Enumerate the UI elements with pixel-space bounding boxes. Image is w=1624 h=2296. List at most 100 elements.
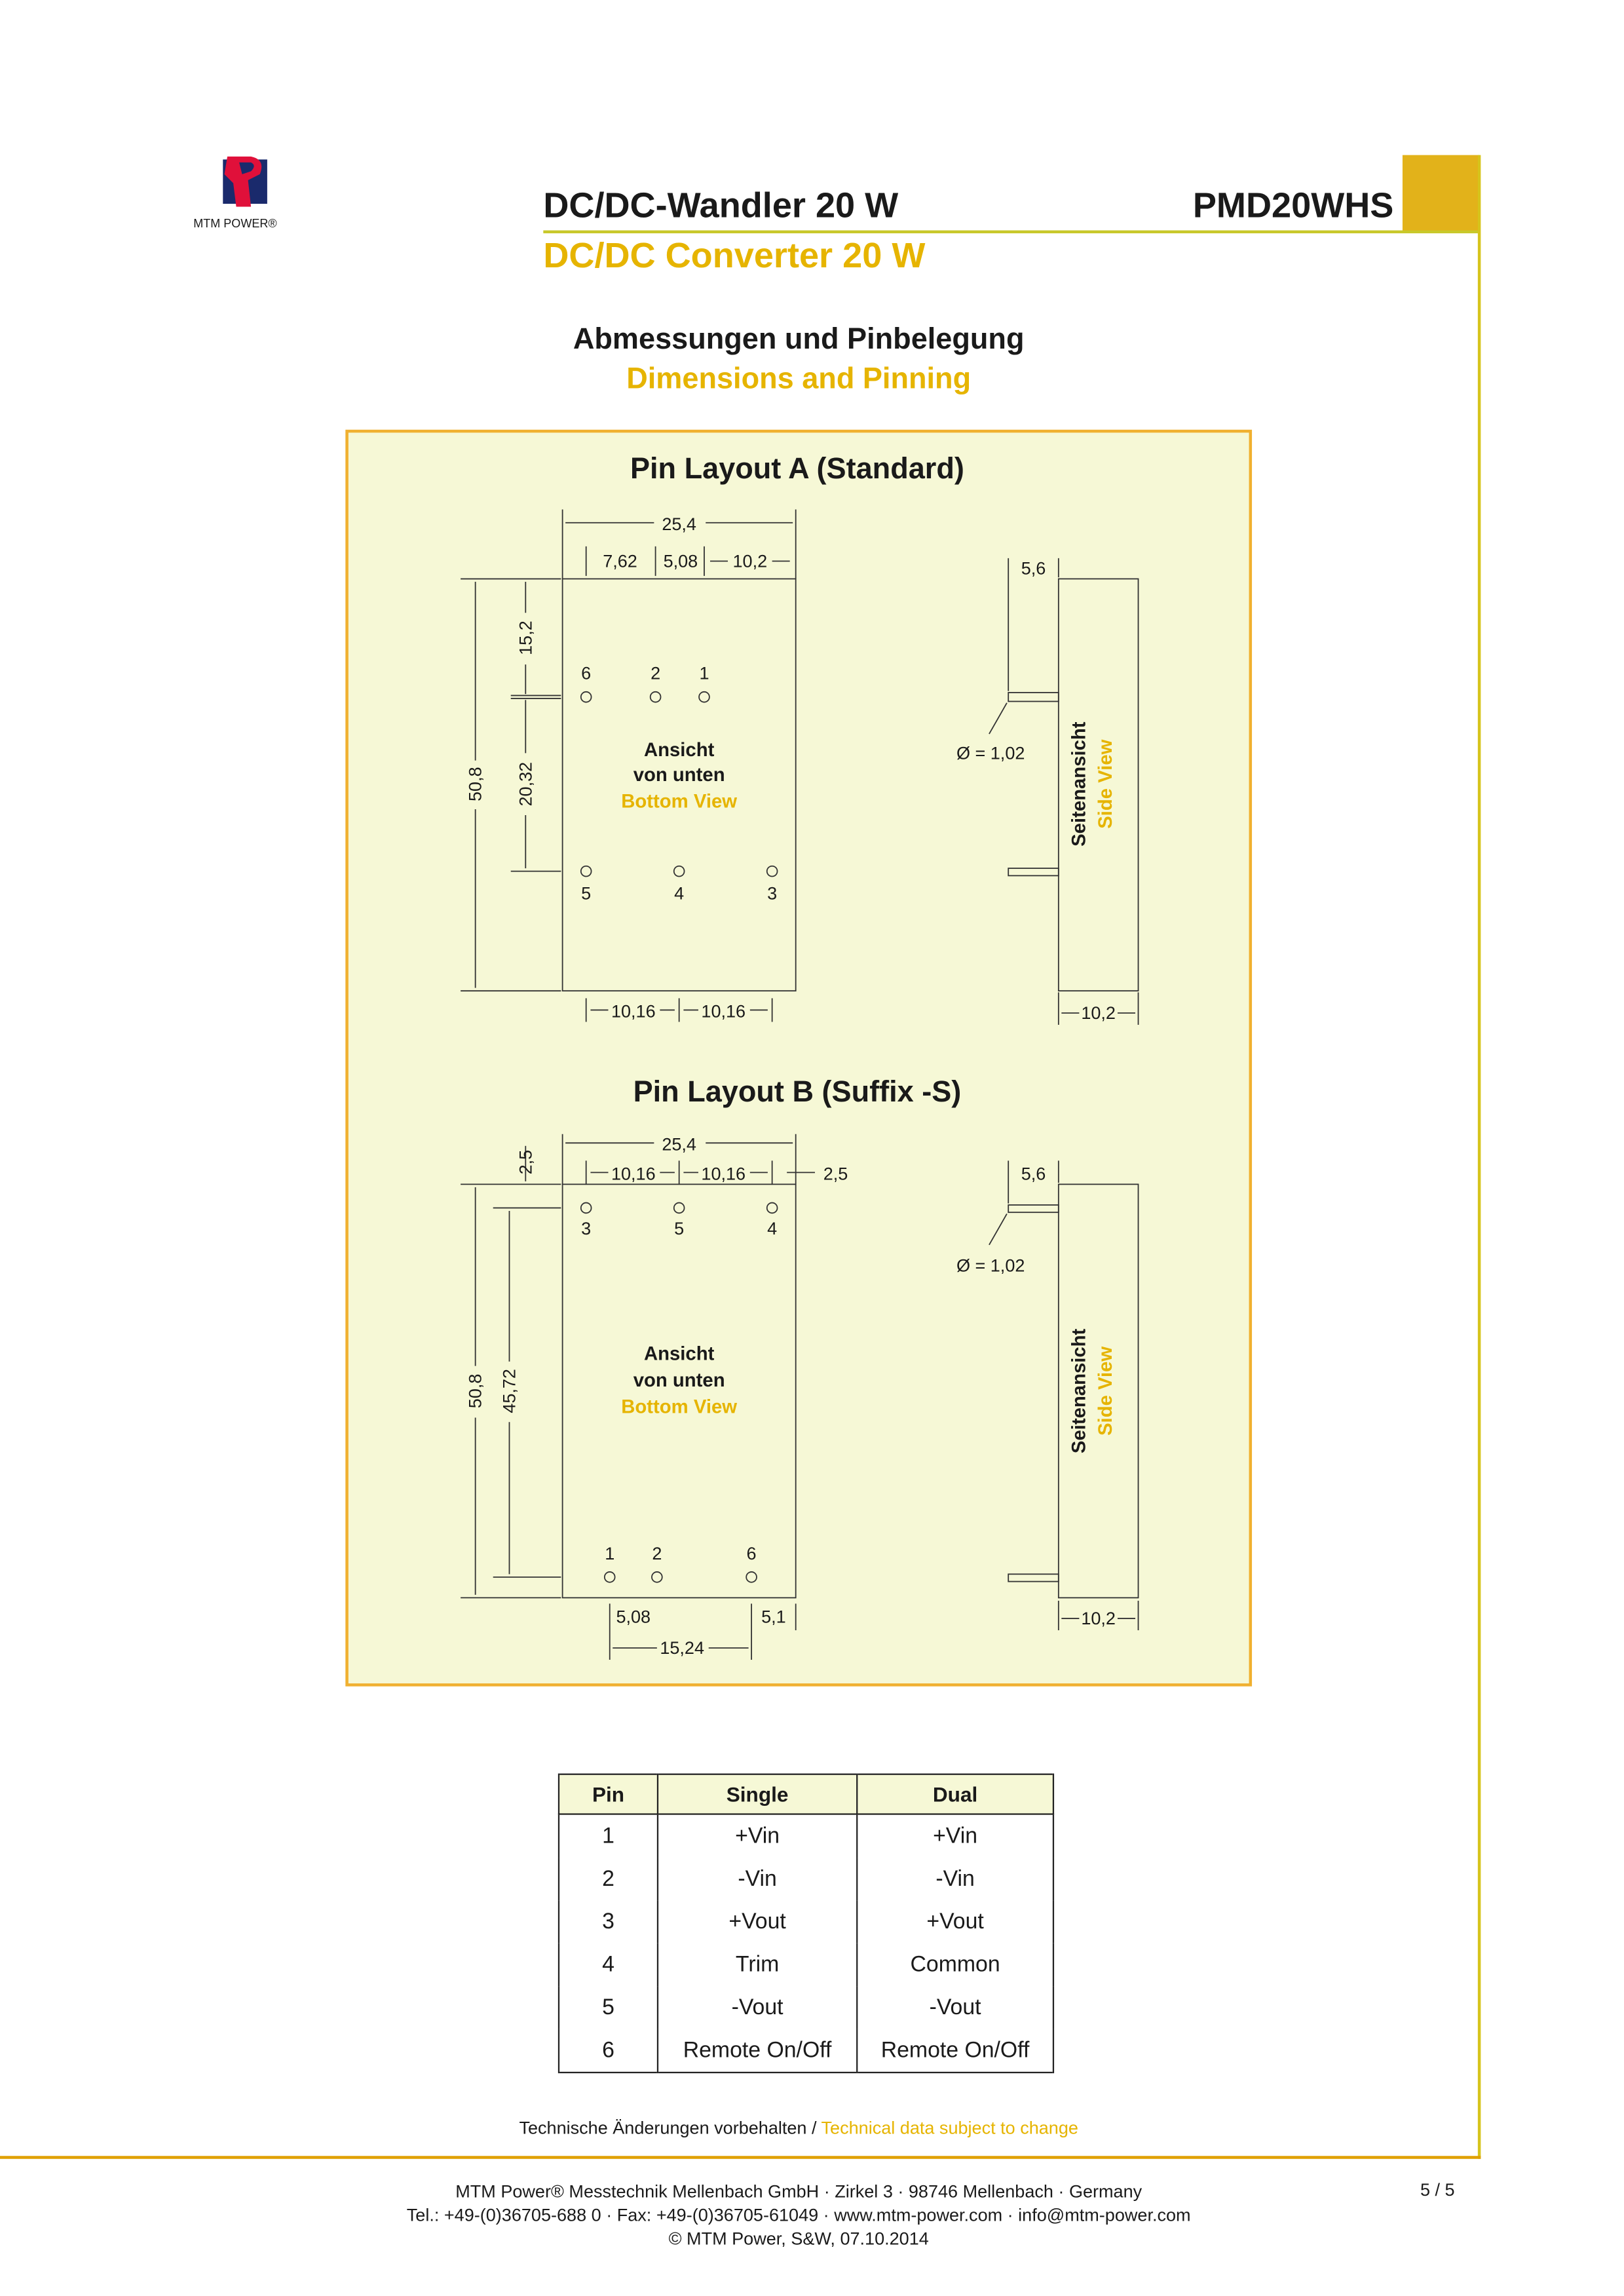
change-note-en: Technical data subject to change <box>821 2117 1078 2139</box>
pin-label: 4 <box>767 1219 777 1238</box>
pin-hole <box>651 1571 663 1583</box>
dim-b-b3: 15,24 <box>660 1638 704 1658</box>
dim-a-top: 15,2 <box>516 621 535 655</box>
table-cell: -Vin <box>656 1858 858 1901</box>
side-pin <box>1008 1204 1059 1214</box>
side-pin <box>1008 868 1059 877</box>
pin-label: 1 <box>605 1544 614 1563</box>
dim-b-height: 50,8 <box>466 1374 485 1409</box>
table-cell: Common <box>856 1943 1055 1987</box>
column-header: Pin <box>557 1774 659 1815</box>
page-number: 5 / 5 <box>1420 2179 1455 2200</box>
table-cell: -Vin <box>856 1858 1055 1901</box>
layout-a-pins-bottom: 5 4 3 <box>580 865 778 903</box>
dim-a-pin-diameter: Ø = 1,02 <box>956 743 1025 763</box>
layout-b-pins-bottom: 1 2 6 <box>603 1544 757 1583</box>
pin-hole <box>673 1202 685 1214</box>
view-label-en: Bottom View <box>621 791 737 813</box>
dim-b-side-w: 10,2 <box>1081 1609 1116 1628</box>
dim-b-left-top: 2,5 <box>516 1150 535 1175</box>
header-accent-block <box>1402 155 1480 232</box>
footer: MTM Power® Messtechnik Mellenbach GmbH ·… <box>221 2179 1376 2250</box>
side-pin <box>1008 692 1059 702</box>
product-code: PMD20WHS <box>1192 185 1394 226</box>
table-cell: +Vin <box>856 1814 1055 1858</box>
table-cell: 6 <box>557 2029 659 2073</box>
dim-b-width: 25,4 <box>662 1135 696 1155</box>
dim-b-b1: 5,08 <box>616 1607 651 1627</box>
right-border <box>1477 155 1481 2159</box>
table-header-row: Pin Single Dual <box>557 1774 1055 1815</box>
pin-hole <box>766 1202 778 1214</box>
dim-b-b2: 5,1 <box>761 1607 786 1627</box>
pin-label: 2 <box>652 1544 662 1563</box>
pin-hole <box>580 691 592 703</box>
pin-label: 2 <box>651 664 660 683</box>
column-header: Single <box>656 1774 858 1815</box>
side-label-en: Side View <box>1095 1347 1116 1436</box>
pin-label: 6 <box>747 1544 757 1563</box>
table-row: 5-Vout-Vout <box>557 1986 1055 2029</box>
dim-b-side-h: 5,6 <box>1021 1164 1046 1184</box>
side-label-de: Seitenansicht <box>1068 1328 1089 1453</box>
table-cell: -Vout <box>656 1986 858 2029</box>
dim-a-width: 25,4 <box>662 514 696 534</box>
table-row: 1+Vin+Vin <box>557 1814 1055 1858</box>
dim-b-t3: 2,5 <box>823 1164 848 1184</box>
dim-b-t2: 10,16 <box>701 1164 746 1184</box>
view-label-de: Ansicht <box>644 1343 715 1365</box>
view-label-de: Ansicht <box>644 739 715 761</box>
dim-a-d1: 7,62 <box>603 551 637 571</box>
dim-a-d3: 10,2 <box>733 551 768 571</box>
layout-b-side-view <box>1057 1183 1139 1599</box>
table-cell: 2 <box>557 1858 659 1901</box>
mtm-power-logo <box>219 153 275 217</box>
view-label-de: von unten <box>633 764 725 786</box>
dim-a-height: 50,8 <box>466 767 485 801</box>
layout-b-pins-top: 3 5 4 <box>580 1202 778 1238</box>
pin-label: 3 <box>767 883 777 903</box>
dim-a-b2: 10,16 <box>701 1002 746 1022</box>
section-title-en: Dimensions and Pinning <box>626 363 972 396</box>
dim-a-side-h: 5,6 <box>1021 559 1046 579</box>
header-title-de: DC/DC-Wandler 20 W <box>543 185 899 226</box>
pin-hole <box>746 1571 757 1583</box>
side-label-en: Side View <box>1095 739 1116 828</box>
dimension-panel <box>345 429 1253 1687</box>
table-cell: Remote On/Off <box>856 2029 1055 2073</box>
table-cell: +Vout <box>656 1900 858 1943</box>
pin-label: 3 <box>581 1219 591 1238</box>
layout-b-title: Pin Layout B (Suffix -S) <box>633 1075 962 1108</box>
layout-a-module-outline <box>561 578 797 992</box>
pin-label: 4 <box>674 883 684 903</box>
side-label-de: Seitenansicht <box>1068 721 1089 847</box>
logo-text: MTM POWER® <box>193 217 277 231</box>
dim-b-t1: 10,16 <box>611 1164 656 1184</box>
table-cell: 3 <box>557 1900 659 1943</box>
dim-b-pin-diameter: Ø = 1,02 <box>956 1255 1025 1275</box>
pin-hole <box>649 691 662 703</box>
dim-b-inner: 45,72 <box>500 1369 519 1413</box>
change-note-de: Technische Änderungen vorbehalten / <box>519 2117 821 2139</box>
layout-a-side-view <box>1057 578 1139 992</box>
change-note: Technische Änderungen vorbehalten / Tech… <box>295 2118 1302 2139</box>
pin-hole <box>766 865 778 877</box>
table-cell: -Vout <box>856 1986 1055 2029</box>
pin-label: 5 <box>581 883 591 903</box>
footer-address: MTM Power® Messtechnik Mellenbach GmbH ·… <box>455 2181 1142 2202</box>
pin-label: 6 <box>581 664 591 683</box>
column-header: Dual <box>856 1774 1055 1815</box>
table-row: 3+Vout+Vout <box>557 1900 1055 1943</box>
layout-a-title: Pin Layout A (Standard) <box>630 451 964 485</box>
pin-hole <box>673 865 685 877</box>
pin-hole <box>580 865 592 877</box>
table-cell: +Vout <box>856 1900 1055 1943</box>
table-cell: 1 <box>557 1814 659 1858</box>
dim-a-b1: 10,16 <box>611 1002 656 1022</box>
section-title-de: Abmessungen und Pinbelegung <box>573 323 1025 356</box>
header-rule <box>543 230 1480 234</box>
